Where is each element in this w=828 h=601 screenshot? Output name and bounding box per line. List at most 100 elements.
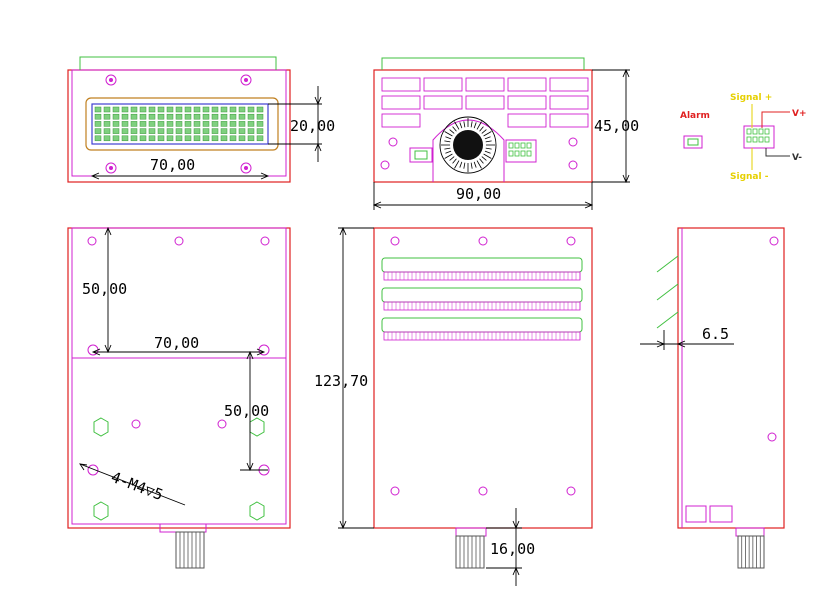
dim-knob: 16,00 (490, 540, 535, 558)
led-cell (103, 113, 111, 120)
knob-icon (175, 531, 205, 569)
connector-pin (508, 142, 514, 149)
mount-hole (240, 162, 252, 174)
led-cell (157, 135, 165, 142)
top-housing-outline (373, 69, 593, 183)
mount-hole (174, 236, 184, 246)
knob-base (455, 527, 487, 537)
mount-hole (390, 236, 400, 246)
led-cell (103, 135, 111, 142)
led-cell (139, 121, 147, 127)
dim-front-width: 70,00 (150, 156, 195, 174)
legend-v-minus: V- (792, 153, 802, 163)
dim-arrows (512, 520, 520, 576)
led-cell (148, 128, 156, 134)
hex-standoff (249, 417, 265, 437)
led-cell (211, 106, 219, 113)
signal-connector (505, 139, 537, 163)
led-cell (184, 106, 192, 113)
bottom-housing-inner (71, 227, 287, 525)
led-cell (139, 128, 147, 134)
connector-pin (526, 142, 532, 149)
led-cell (166, 128, 174, 134)
dial-tick (473, 122, 477, 129)
mount-hole (87, 464, 99, 476)
fin-top (381, 257, 583, 273)
led-cell (157, 128, 165, 134)
led-cell (103, 121, 111, 127)
led-cell (256, 113, 264, 120)
dial-tick (484, 150, 491, 154)
led-cell (166, 121, 174, 127)
mount-hole (388, 137, 398, 147)
connector-pin (752, 136, 758, 143)
legend-signal-minus: Signal - (730, 172, 769, 182)
dial-tick (444, 153, 453, 159)
knob-icon (737, 535, 765, 569)
led-cell (238, 135, 246, 142)
dim-arrows (314, 96, 322, 152)
led-cell (220, 113, 228, 120)
dial-tick (452, 158, 457, 164)
hex-standoff (93, 417, 109, 437)
dial-knob-icon[interactable] (453, 130, 483, 160)
vent-slot (507, 95, 547, 110)
led-cell (121, 128, 129, 134)
vent-slot (423, 95, 463, 110)
dial-tick (485, 140, 492, 143)
legend-alarm-connector (683, 135, 703, 149)
led-cell (202, 128, 210, 134)
led-cell (166, 106, 174, 113)
led-cell (238, 106, 246, 113)
led-cell (103, 106, 111, 113)
vent-slot (381, 95, 421, 110)
led-cell (229, 113, 237, 120)
knob-ridges (179, 532, 201, 568)
side-connector (709, 505, 733, 523)
led-cell (94, 135, 102, 142)
dim-arrows (90, 172, 270, 180)
dial-tick (483, 153, 492, 159)
led-cell (202, 113, 210, 120)
dial-scale-ring (439, 116, 497, 174)
mount-hole (767, 432, 777, 442)
mount-hole (566, 486, 576, 496)
led-cell (130, 106, 138, 113)
fin-top (381, 317, 583, 333)
length-housing-outline (373, 227, 593, 529)
led-cell (229, 106, 237, 113)
dial-tick (463, 162, 466, 169)
led-cell (238, 113, 246, 120)
mount-hole (240, 74, 252, 86)
led-cell (112, 113, 120, 120)
led-cell (193, 113, 201, 120)
mount-hole-center (109, 78, 113, 82)
led-cell (130, 135, 138, 142)
led-cell (202, 121, 210, 127)
led-cell (94, 128, 102, 134)
led-cell (211, 121, 219, 127)
connector-pin (758, 128, 764, 135)
led-cell (157, 106, 165, 113)
led-cell (121, 121, 129, 127)
dial-tick (454, 160, 460, 169)
vent-slot (549, 77, 589, 92)
connector-pin (752, 128, 758, 135)
led-cell (220, 121, 228, 127)
dim-arrows (372, 201, 594, 209)
connector-legend: Alarm Signal + Signal - V+ V- (680, 93, 807, 182)
led-cell (184, 121, 192, 127)
dial-tick (470, 162, 473, 169)
connector-pin (746, 128, 752, 135)
dim-bottom-h: 70,00 (154, 334, 199, 352)
thread-arrow (79, 463, 88, 471)
side-connector (685, 505, 707, 523)
led-cell (121, 135, 129, 142)
led-cell (229, 135, 237, 142)
led-cell (220, 135, 228, 142)
length-view: 123,70 16,00 (314, 226, 593, 586)
dim-side-offset: 6.5 (702, 325, 729, 343)
side-view: 6.5 (640, 227, 785, 569)
dial-tick (449, 156, 455, 161)
alarm-connector-pins (414, 150, 428, 160)
